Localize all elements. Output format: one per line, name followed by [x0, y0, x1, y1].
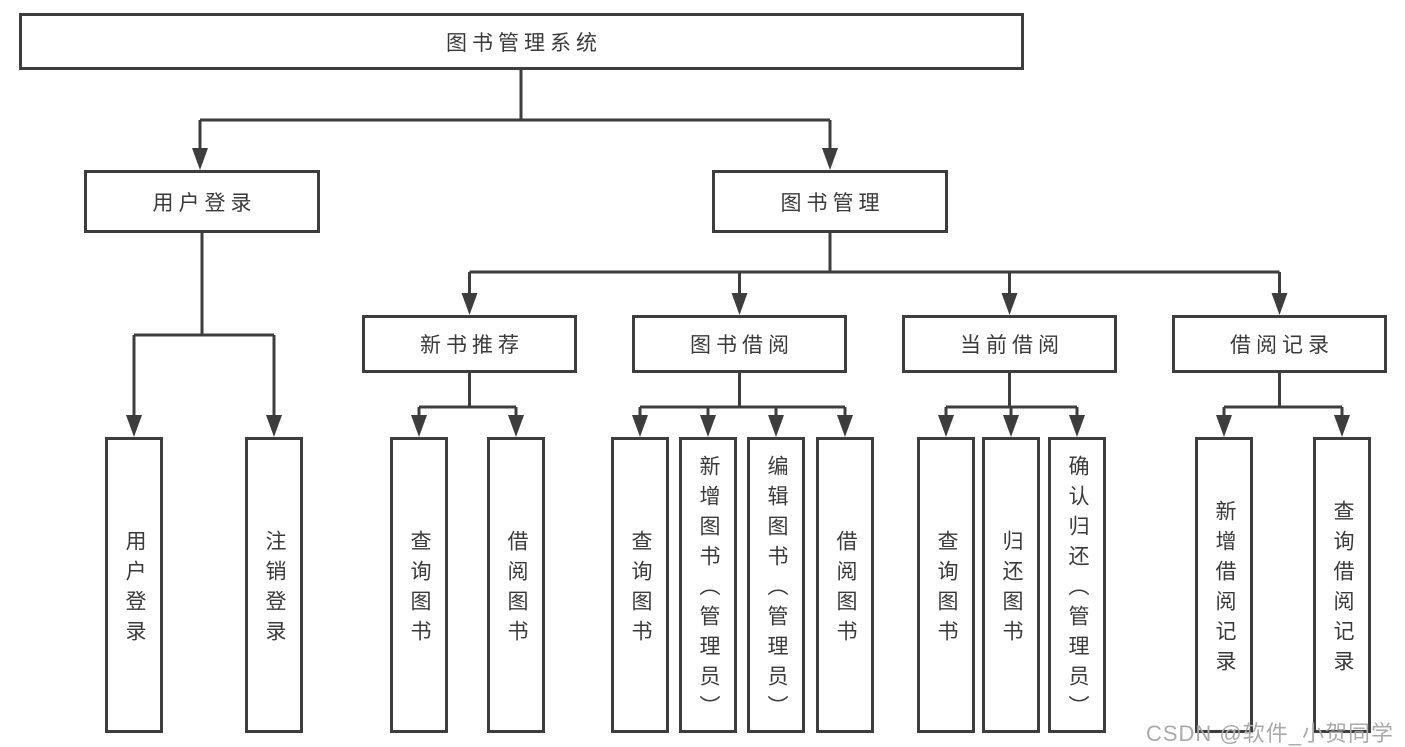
node-edit-books-admin: 编辑图书（管理员） — [747, 437, 805, 733]
node-query-books-current: 查询图书 — [917, 437, 975, 733]
watermark: CSDN @软件_小贺同学 — [1145, 721, 1394, 746]
node-query-books-recommend: 查询图书 — [390, 437, 448, 733]
node-add-books-admin: 新增图书（管理员） — [679, 437, 737, 733]
node-query-books-borrow: 查询图书 — [611, 437, 669, 733]
connector-current-borrow — [938, 373, 1085, 437]
connector-root — [192, 69, 838, 170]
connector-book-management — [461, 233, 1288, 315]
node-query-borrow-record: 查询借阅记录 — [1313, 437, 1371, 733]
connector-borrow-records — [1216, 373, 1350, 437]
connector-new-book-recommend — [411, 373, 524, 437]
node-borrow-records: 借阅记录 — [1172, 315, 1387, 373]
node-current-borrow: 当前借阅 — [902, 315, 1117, 373]
node-book-management: 图书管理 — [712, 170, 948, 233]
node-user-login-leaf: 用户登录 — [105, 437, 163, 733]
node-add-borrow-record: 新增借阅记录 — [1195, 437, 1253, 733]
node-book-management-system: 图书管理系统 — [19, 13, 1024, 70]
node-confirm-return-admin: 确认归还（管理员） — [1048, 437, 1106, 733]
node-borrow-books-leaf: 借阅图书 — [816, 437, 874, 733]
node-user-login: 用户登录 — [84, 170, 320, 233]
connector-book-borrow — [632, 373, 853, 437]
node-logout: 注销登录 — [245, 437, 303, 733]
node-book-borrow: 图书借阅 — [632, 315, 847, 373]
node-return-books: 归还图书 — [982, 437, 1040, 733]
connector-user-login — [126, 233, 282, 437]
node-new-book-recommend: 新书推荐 — [362, 315, 577, 373]
node-borrow-books-recommend: 借阅图书 — [487, 437, 545, 733]
